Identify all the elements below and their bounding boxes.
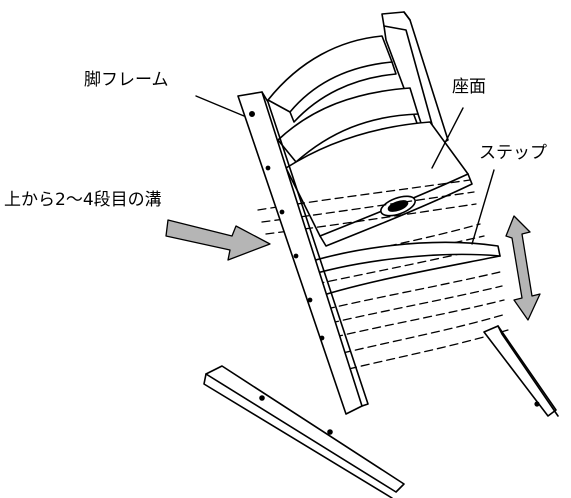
- base-foot-rear: [483, 325, 559, 417]
- step-label: ステップ: [479, 143, 547, 163]
- seat-board: [285, 121, 473, 247]
- leg-frame: [237, 91, 369, 415]
- leg-frame-label: 脚フレーム: [84, 70, 169, 90]
- seat-label: 座面: [452, 77, 486, 97]
- base-foot-front: [203, 365, 405, 498]
- groove-label: 上から2〜4段目の溝: [4, 190, 162, 210]
- step-adjust-arrow: [505, 215, 541, 321]
- step-board: [295, 241, 501, 301]
- groove-arrow: [165, 219, 271, 261]
- backrest-top-rail: [267, 35, 397, 123]
- leader-lines: [195, 95, 495, 245]
